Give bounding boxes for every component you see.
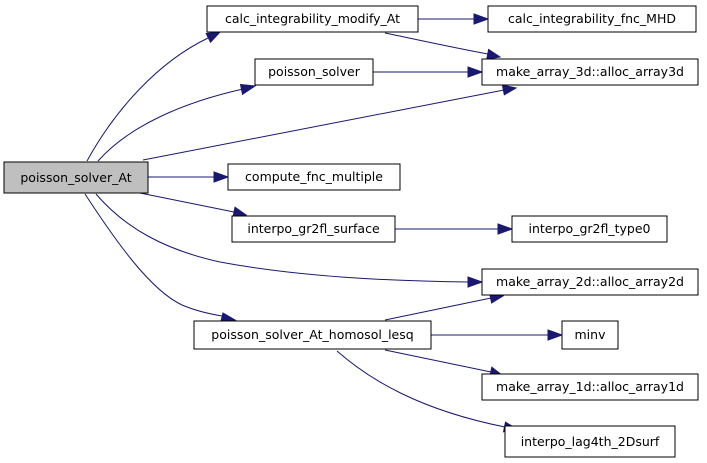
edge-root-to-calc-integrability-modify-at bbox=[86, 31, 222, 162]
node-label: calc_integrability_modify_At bbox=[225, 11, 400, 26]
node-alloc-array1d[interactable]: make_array_1d::alloc_array1d bbox=[481, 373, 699, 401]
node-poisson-solver-at-homosol-lesq[interactable]: poisson_solver_At_homosol_lesq bbox=[193, 320, 432, 350]
node-alloc-array3d[interactable]: make_array_3d::alloc_array3d bbox=[481, 58, 699, 86]
edge-root-to-homosol-lesq bbox=[84, 193, 237, 322]
edges-layer bbox=[84, 13, 564, 433]
edge-calc-modify-to-calc-fnc-mhd bbox=[418, 13, 490, 25]
node-label: minv bbox=[575, 327, 607, 342]
edge-root-to-interpo-gr2fl-surface bbox=[139, 192, 248, 218]
edge-homosol-to-alloc-array2d bbox=[384, 292, 505, 321]
node-label: poisson_solver_At_homosol_lesq bbox=[211, 327, 413, 342]
edge-surface-to-type0 bbox=[395, 223, 514, 235]
nodes-layer: poisson_solver_At calc_integrability_mod… bbox=[3, 5, 699, 458]
node-compute-fnc-multiple[interactable]: compute_fnc_multiple bbox=[227, 163, 401, 191]
node-label: poisson_solver_At bbox=[20, 170, 131, 185]
edge-root-to-poisson-solver bbox=[97, 83, 257, 162]
edge-calc-modify-to-alloc-array3d bbox=[384, 32, 502, 60]
node-label: make_array_3d::alloc_array3d bbox=[496, 64, 684, 79]
node-interpo-lag4th-2dsurf[interactable]: interpo_lag4th_2Dsurf bbox=[504, 425, 676, 458]
node-poisson-solver[interactable]: poisson_solver bbox=[254, 58, 374, 86]
node-interpo-gr2fl-type0[interactable]: interpo_gr2fl_type0 bbox=[511, 215, 668, 243]
node-calc-integrability-modify-at[interactable]: calc_integrability_modify_At bbox=[206, 5, 419, 33]
edge-root-to-compute-fnc-multiple bbox=[148, 171, 230, 183]
node-label: calc_integrability_fnc_MHD bbox=[508, 11, 676, 26]
node-poisson-solver-at: poisson_solver_At bbox=[3, 161, 149, 194]
edge-homosol-to-alloc-array1d bbox=[384, 349, 505, 378]
edge-root-to-alloc-array3d bbox=[142, 84, 518, 161]
edge-poisson-solver-to-alloc-array3d bbox=[373, 66, 484, 78]
node-label: compute_fnc_multiple bbox=[245, 169, 383, 184]
node-label: interpo_gr2fl_surface bbox=[247, 221, 380, 236]
node-interpo-gr2fl-surface[interactable]: interpo_gr2fl_surface bbox=[231, 215, 396, 243]
node-label: interpo_lag4th_2Dsurf bbox=[521, 434, 660, 449]
node-calc-integrability-fnc-mhd[interactable]: calc_integrability_fnc_MHD bbox=[487, 5, 697, 33]
edge-root-to-alloc-array2d bbox=[95, 193, 484, 288]
node-label: interpo_gr2fl_type0 bbox=[529, 221, 651, 236]
node-minv[interactable]: minv bbox=[561, 320, 619, 350]
edge-homosol-to-minv bbox=[431, 329, 564, 341]
node-alloc-array2d[interactable]: make_array_2d::alloc_array2d bbox=[481, 268, 699, 296]
node-label: make_array_2d::alloc_array2d bbox=[496, 274, 684, 289]
node-label: poisson_solver bbox=[268, 64, 361, 79]
node-label: make_array_1d::alloc_array1d bbox=[496, 379, 684, 394]
